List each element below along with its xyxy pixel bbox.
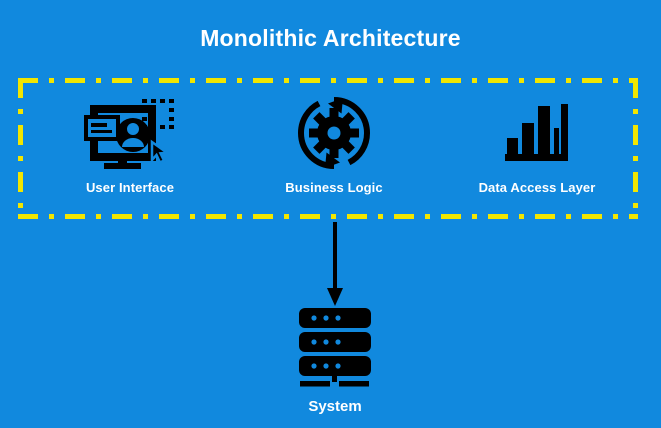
downward-arrow	[327, 222, 343, 306]
icon-container	[45, 98, 215, 172]
node-label-system: System	[308, 398, 362, 415]
icon-container	[452, 98, 622, 172]
layer-node-business-logic[interactable]: Business Logic	[249, 96, 419, 195]
boundary-edge-left	[18, 78, 23, 219]
bar-chart-icon	[503, 102, 571, 169]
boundary-edge-top	[18, 78, 638, 83]
boundary-edge-right	[633, 78, 638, 219]
icon-container	[249, 96, 419, 175]
boundary-edge-bottom	[18, 214, 638, 219]
page-title: Monolithic Architecture	[200, 25, 461, 51]
node-system[interactable]: System	[250, 306, 420, 415]
monolith-boundary	[18, 78, 638, 219]
layer-label-data-access-layer: Data Access Layer	[478, 180, 596, 195]
layer-label-user-interface: User Interface	[85, 180, 175, 195]
layer-node-data-access-layer[interactable]: Data Access Layer	[452, 98, 622, 195]
layer-node-user-interface[interactable]: User Interface	[45, 98, 215, 195]
monitor-user-cursor-icon	[82, 97, 178, 174]
icon-container	[250, 306, 420, 392]
gear-cycle-arrows-icon	[297, 96, 371, 175]
server-stack-icon	[294, 306, 376, 393]
layer-label-business-logic: Business Logic	[285, 180, 383, 195]
